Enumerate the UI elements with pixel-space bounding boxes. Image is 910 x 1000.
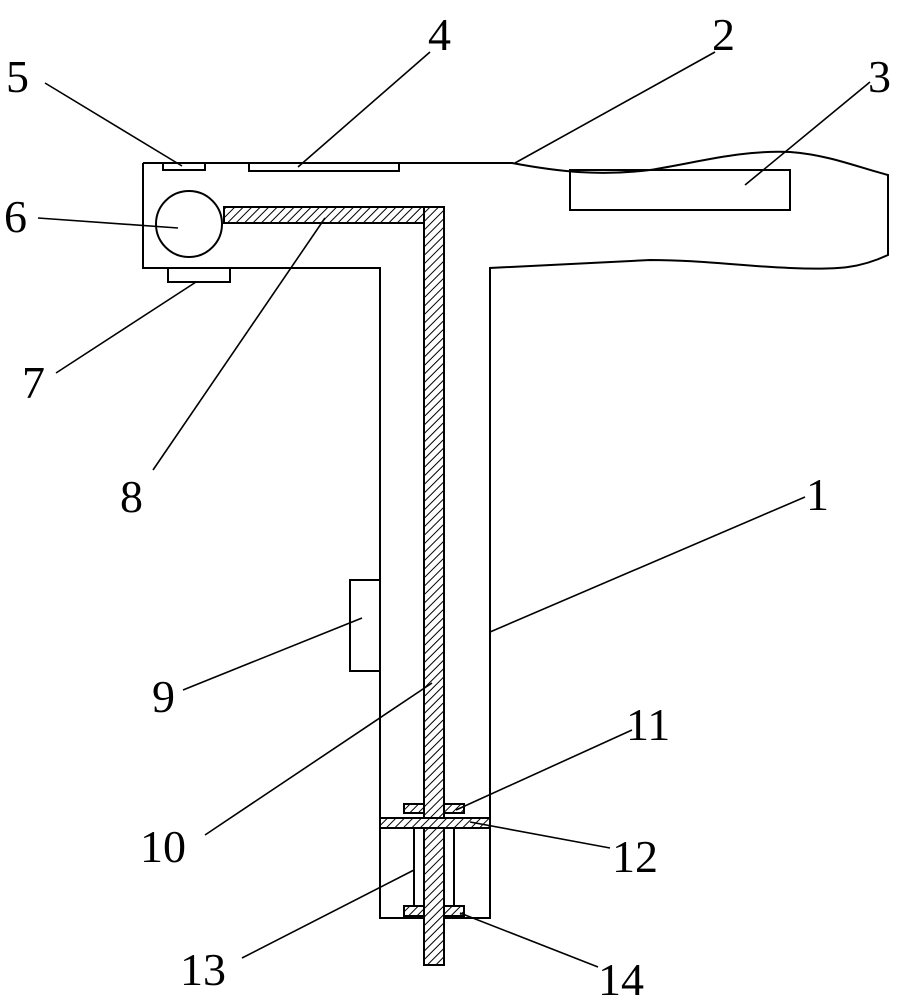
label-2: 2: [712, 9, 735, 60]
leader-6: [37, 217, 179, 229]
leader-13: [241, 869, 415, 959]
part-9-block: [349, 579, 381, 672]
label-7: 7: [22, 357, 45, 408]
label-10: 10: [140, 821, 186, 872]
part-6-circle: [155, 190, 223, 258]
leader-9: [182, 617, 363, 691]
part-14-washer-right: [443, 905, 465, 917]
handle-body: [143, 150, 889, 830]
label-8: 8: [120, 471, 143, 522]
leader-1: [489, 496, 806, 633]
label-12: 12: [612, 831, 658, 882]
leader-5: [44, 82, 183, 167]
leader-7: [55, 281, 197, 374]
label-3: 3: [868, 51, 891, 102]
part-12-plate: [379, 817, 491, 829]
leader-4: [297, 51, 431, 168]
label-4: 4: [428, 9, 451, 60]
label-13: 13: [180, 944, 226, 995]
leader-11: [455, 729, 633, 811]
part-14-washer-left: [403, 905, 425, 917]
label-1: 1: [806, 469, 829, 520]
leader-14: [459, 912, 599, 968]
part-4-strip: [248, 162, 400, 172]
part-7-block: [167, 267, 231, 283]
label-11: 11: [626, 699, 670, 750]
part-10-shaft: [423, 206, 445, 966]
leader-2: [514, 51, 716, 164]
label-5: 5: [6, 51, 29, 102]
label-6: 6: [4, 191, 27, 242]
label-14: 14: [598, 954, 644, 1000]
part-11-washer-left: [403, 803, 425, 814]
leader-12: [469, 821, 611, 849]
leader-10: [204, 682, 433, 836]
part-3-box: [569, 169, 791, 211]
leader-8: [152, 217, 326, 471]
handle-left-end: [142, 163, 381, 818]
part-5-block: [162, 162, 206, 171]
label-9: 9: [152, 671, 175, 722]
part-11-washer-right: [443, 803, 465, 814]
leader-3: [744, 81, 871, 186]
